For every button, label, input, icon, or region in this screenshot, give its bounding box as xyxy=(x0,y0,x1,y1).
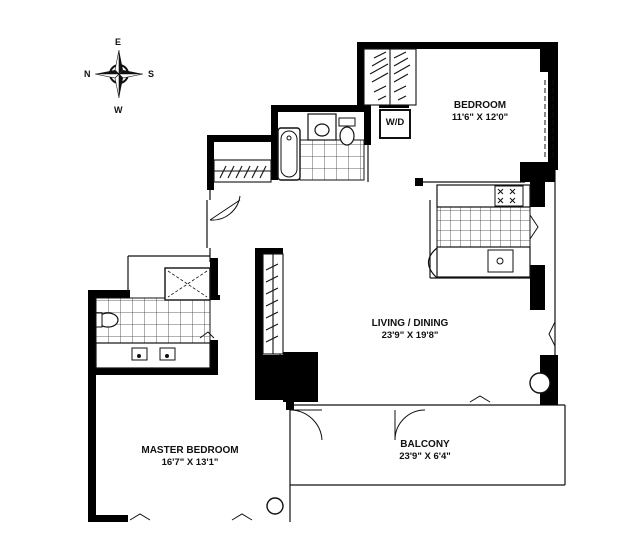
bathtub-drain xyxy=(286,135,292,141)
living-dining-label: LIVING / DINING 23'9" X 19'8" xyxy=(350,318,470,342)
bath-tile-floor xyxy=(299,139,365,181)
balcony-label: BALCONY 23'9" X 6'4" xyxy=(375,439,475,463)
living-dining-dims: 23'9" X 19'8" xyxy=(381,330,439,341)
washer-dryer-box xyxy=(379,109,411,139)
closet-hatches xyxy=(213,48,417,355)
bathtub xyxy=(277,127,301,181)
balcony-name: BALCONY xyxy=(400,439,450,450)
living-dining-name: LIVING / DINING xyxy=(371,318,449,329)
master-bedroom-label: MASTER BEDROOM 16'7" X 13'1" xyxy=(125,445,255,469)
solid-walls xyxy=(88,42,558,522)
bathtub-inner xyxy=(280,130,298,178)
windows xyxy=(544,80,556,355)
compass-west-label: W xyxy=(114,105,123,115)
compass-south-label: S xyxy=(148,69,155,79)
master-bedroom-name: MASTER BEDROOM xyxy=(141,445,239,456)
compass-icon xyxy=(94,49,144,99)
kitchen xyxy=(427,184,539,279)
washer-dryer-label: W/D xyxy=(385,117,405,128)
toilet-upper-tank xyxy=(338,117,356,127)
toilet-upper xyxy=(339,126,355,146)
door-swings xyxy=(129,195,556,521)
duct-master xyxy=(266,497,284,515)
master-bedroom-dims: 16'7" X 13'1" xyxy=(161,457,219,468)
bath-sink xyxy=(314,123,330,137)
compass-north-label: N xyxy=(84,69,91,79)
master-bath xyxy=(95,267,211,369)
bedroom-dims: 11'6" X 12'0" xyxy=(451,112,509,123)
bedroom-label: BEDROOM 11'6" X 12'0" xyxy=(430,100,530,124)
compass-east-label: E xyxy=(115,37,122,47)
bedroom-name: BEDROOM xyxy=(453,100,507,111)
balcony-dims: 23'9" X 6'4" xyxy=(399,451,451,462)
duct-living xyxy=(529,372,551,394)
